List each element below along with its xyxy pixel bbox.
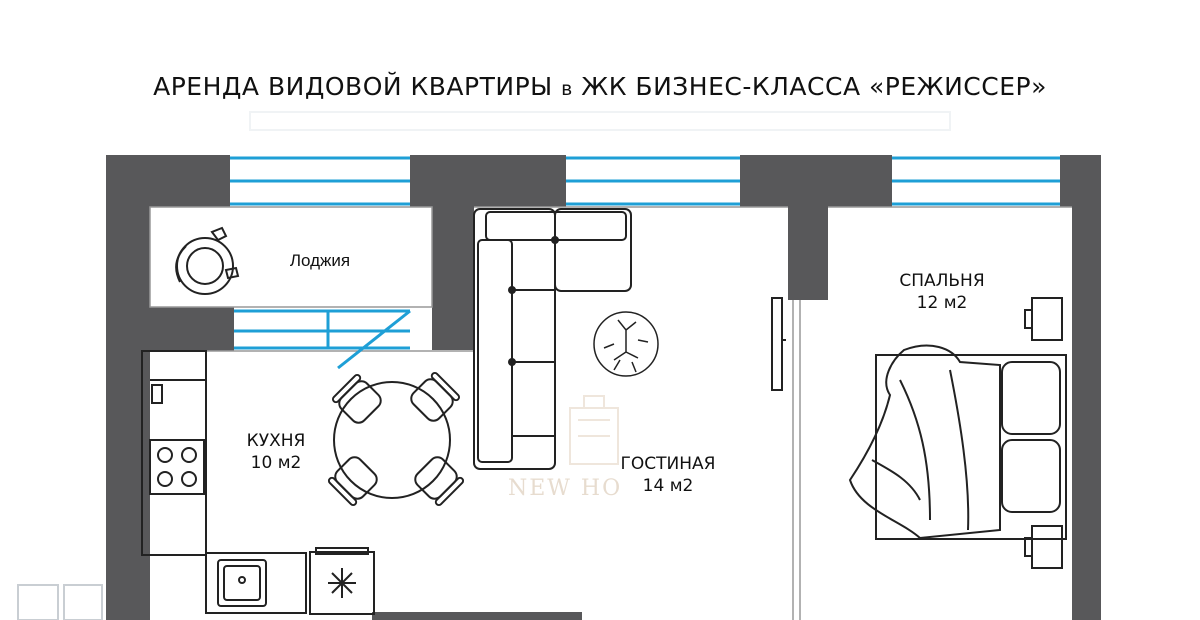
sink-drain [238,576,246,584]
sink-basin [223,565,261,601]
plant-icon [593,311,659,377]
chair-arm [224,266,240,280]
chair-3 [327,456,378,507]
stove-body [149,439,205,495]
kitchen-label: КУХНЯ 10 м2 [226,430,326,474]
wall-right [1072,155,1101,620]
sofa-stud-3 [508,358,516,366]
fridge-icon [309,547,375,615]
pillow-2 [1001,439,1061,513]
chair-back [175,245,187,283]
plant-circle [593,311,659,377]
decor-building [17,584,103,620]
chair-inner [186,247,224,285]
watermark-logo [569,395,619,465]
chair-leg [210,226,228,242]
wall-loggia-living [432,155,474,350]
bedroom-name: СПАЛЬНЯ [899,271,985,291]
title-part-3: ЖК БИЗНЕС-КЛАССА «РЕЖИССЕР» [572,72,1047,101]
chair-2 [410,371,461,422]
blanket-folds [871,369,970,531]
counter-handle [151,384,163,404]
chair-4 [414,456,465,507]
fridge-body [309,551,375,615]
burner-1 [157,447,173,463]
sofa [473,208,632,470]
living-name: ГОСТИНАЯ [620,454,716,474]
burner-2 [181,447,197,463]
blanket [848,344,1001,540]
ghost-outline [249,111,951,131]
tv-body [771,297,783,391]
nightstand-1 [1031,297,1063,341]
nightstand-1-handle [1024,309,1033,329]
wall-column [788,155,828,300]
sofa-corner [554,208,632,292]
sink-icon [217,559,267,607]
kitchen-counter [141,350,307,614]
chair-1 [331,373,382,424]
burner-3 [157,471,173,487]
wall-loggia-bottom [106,307,234,351]
title-part-1: АРЕНДА ВИДОВОЙ КВАРТИРЫ [153,72,562,101]
page-title: АРЕНДА ВИДОВОЙ КВАРТИРЫ в ЖК БИЗНЕС-КЛАС… [0,72,1200,101]
counter-bottom [205,552,307,614]
stove-icon [149,439,205,495]
nightstand-2-handle [1024,537,1033,557]
sofa-body [473,208,556,470]
windows [230,156,1060,370]
watermark-text: NEW HO [508,476,623,501]
bed-frame [875,354,1067,540]
bedroom-area: 12 м2 [916,293,968,313]
sofa-back-left [477,239,513,463]
bed [848,344,1067,540]
loggia-chair [175,226,240,295]
kitchen-name: КУХНЯ [246,431,306,451]
nightstands [1024,297,1063,569]
door-swing [337,309,411,370]
snowflake-icon [328,568,356,598]
living-area: 14 м2 [642,476,694,496]
room-outlines [149,206,1072,620]
fridge-top [315,547,369,555]
sink-body [217,559,267,607]
sofa-stud-1 [551,236,559,244]
walls [106,155,1101,620]
sofa-stud-2 [508,286,516,294]
title-part-2: в [561,78,573,100]
loggia-outline [149,206,433,308]
loggia-label: Лоджия [289,251,351,270]
living-label: ГОСТИНАЯ 14 м2 [604,453,732,497]
nightstand-2 [1031,525,1063,569]
bedroom-label: СПАЛЬНЯ 12 м2 [882,270,1002,314]
burner-4 [181,471,197,487]
pillow-1 [1001,361,1061,435]
wall-left [106,155,150,620]
table-top [333,381,451,499]
kitchen-area: 10 м2 [250,453,302,473]
dining-table [327,371,465,507]
counter-left [141,350,207,556]
wall-bottom-1 [372,612,582,620]
tv-icon [771,297,786,391]
